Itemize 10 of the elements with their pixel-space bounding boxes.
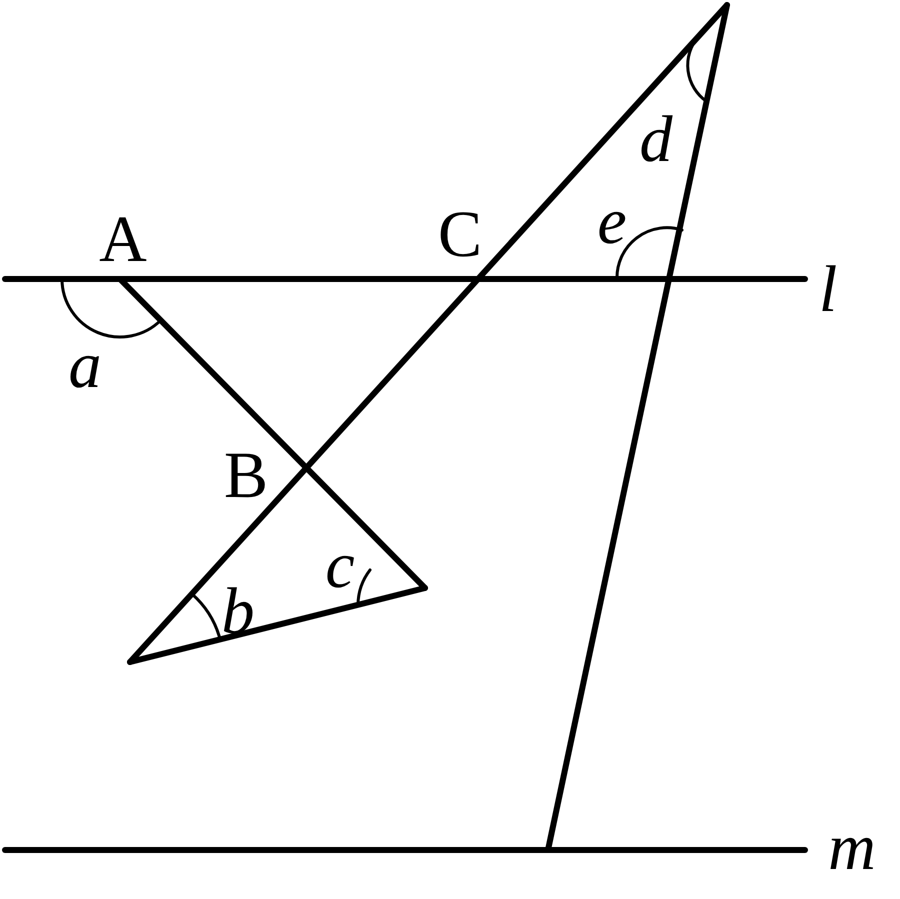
line-label: m [828,815,876,881]
point-label: C [438,202,482,268]
angle-label: e [597,189,627,255]
line-label: l [818,257,838,323]
angle-label: c [325,533,355,599]
point-label: B [224,443,268,509]
point-label: A [99,207,147,273]
angle-label: d [640,107,672,173]
angle-label: b [222,579,254,645]
angle-label: a [68,333,102,399]
